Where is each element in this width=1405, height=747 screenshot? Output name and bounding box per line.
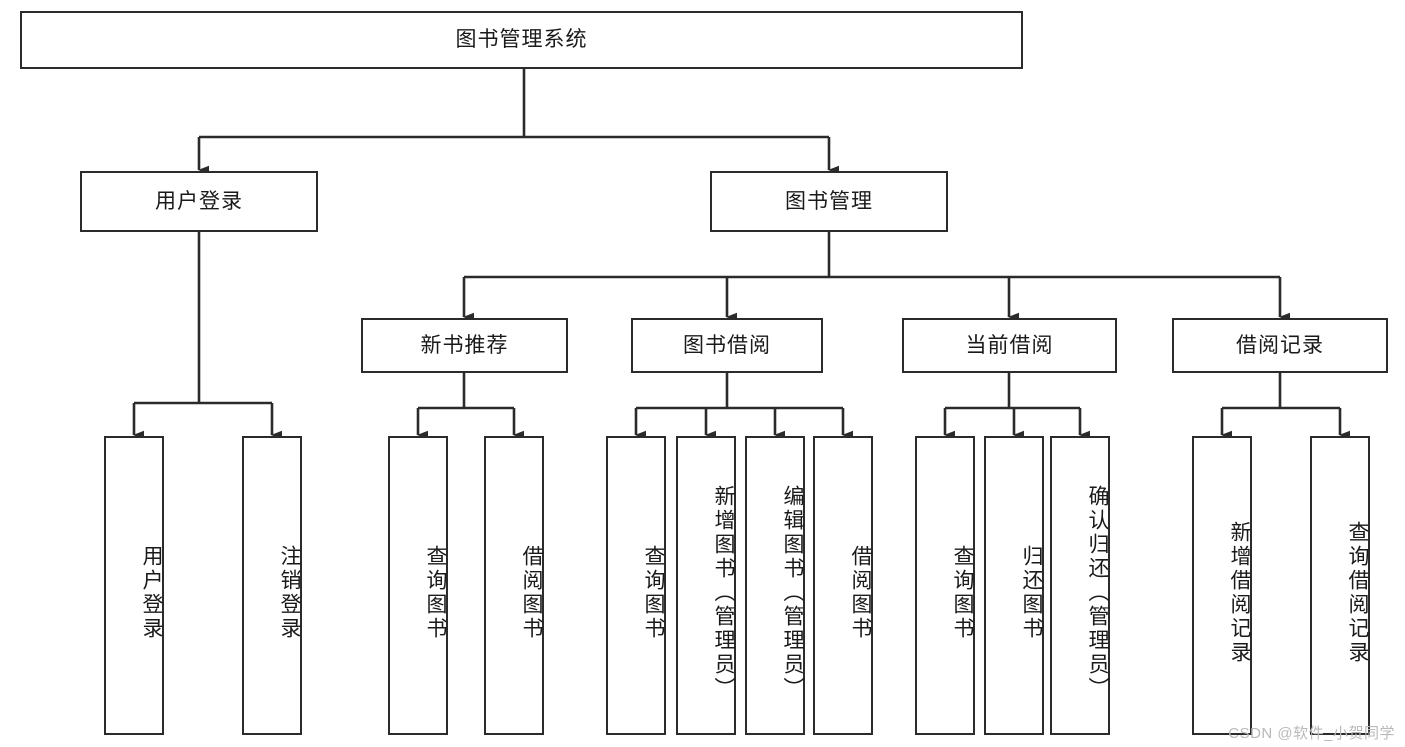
node-leaf-4-label: 借阅图书 [520,544,543,641]
node-leaf-12[interactable]: 新增借阅记录 [1192,436,1252,735]
node-level3-4[interactable]: 借阅记录 [1172,318,1388,373]
node-root-label: 图书管理系统 [455,28,588,52]
node-level3-2[interactable]: 图书借阅 [631,318,823,373]
node-leaf-9-label: 查询图书 [951,544,974,641]
node-leaf-8[interactable]: 借阅图书 [813,436,873,735]
node-leaf-2-label: 注销登录 [278,544,301,641]
node-leaf-13[interactable]: 查询借阅记录 [1310,436,1370,735]
node-leaf-10[interactable]: 归还图书 [984,436,1044,735]
node-leaf-1-label: 用户登录 [140,544,163,641]
node-leaf-3[interactable]: 查询图书 [388,436,448,735]
node-leaf-11[interactable]: 确认归还（管理员） [1050,436,1110,735]
node-level2-1[interactable]: 用户登录 [80,171,318,232]
node-level3-4-label: 借阅记录 [1236,333,1324,357]
node-level3-3-label: 当前借阅 [965,333,1054,357]
node-root[interactable]: 图书管理系统 [20,11,1023,69]
node-level2-2[interactable]: 图书管理 [710,171,948,232]
node-level3-2-label: 图书借阅 [683,333,771,357]
node-level2-2-label: 图书管理 [785,189,873,213]
node-level3-1[interactable]: 新书推荐 [361,318,568,373]
node-leaf-6[interactable]: 新增图书（管理员） [676,436,736,735]
node-level3-3[interactable]: 当前借阅 [902,318,1117,373]
node-leaf-1[interactable]: 用户登录 [104,436,164,735]
node-leaf-12-label: 新增借阅记录 [1228,520,1251,665]
node-leaf-13-label: 查询借阅记录 [1346,520,1369,665]
node-leaf-5[interactable]: 查询图书 [606,436,666,735]
node-level2-1-label: 用户登录 [155,189,243,213]
node-leaf-7[interactable]: 编辑图书（管理员） [745,436,805,735]
node-leaf-7-label: 编辑图书（管理员） [781,484,804,701]
node-leaf-8-label: 借阅图书 [849,544,872,641]
node-leaf-10-label: 归还图书 [1020,544,1043,641]
node-level3-1-label: 新书推荐 [420,333,509,357]
node-leaf-2[interactable]: 注销登录 [242,436,302,735]
node-leaf-11-label: 确认归还（管理员） [1086,484,1109,701]
node-leaf-9[interactable]: 查询图书 [915,436,975,735]
node-leaf-4[interactable]: 借阅图书 [484,436,544,735]
node-leaf-3-label: 查询图书 [424,544,447,641]
node-leaf-6-label: 新增图书（管理员） [712,484,735,701]
node-leaf-5-label: 查询图书 [642,544,665,641]
watermark-text: CSDN @软件_小贺同学 [1228,725,1395,742]
